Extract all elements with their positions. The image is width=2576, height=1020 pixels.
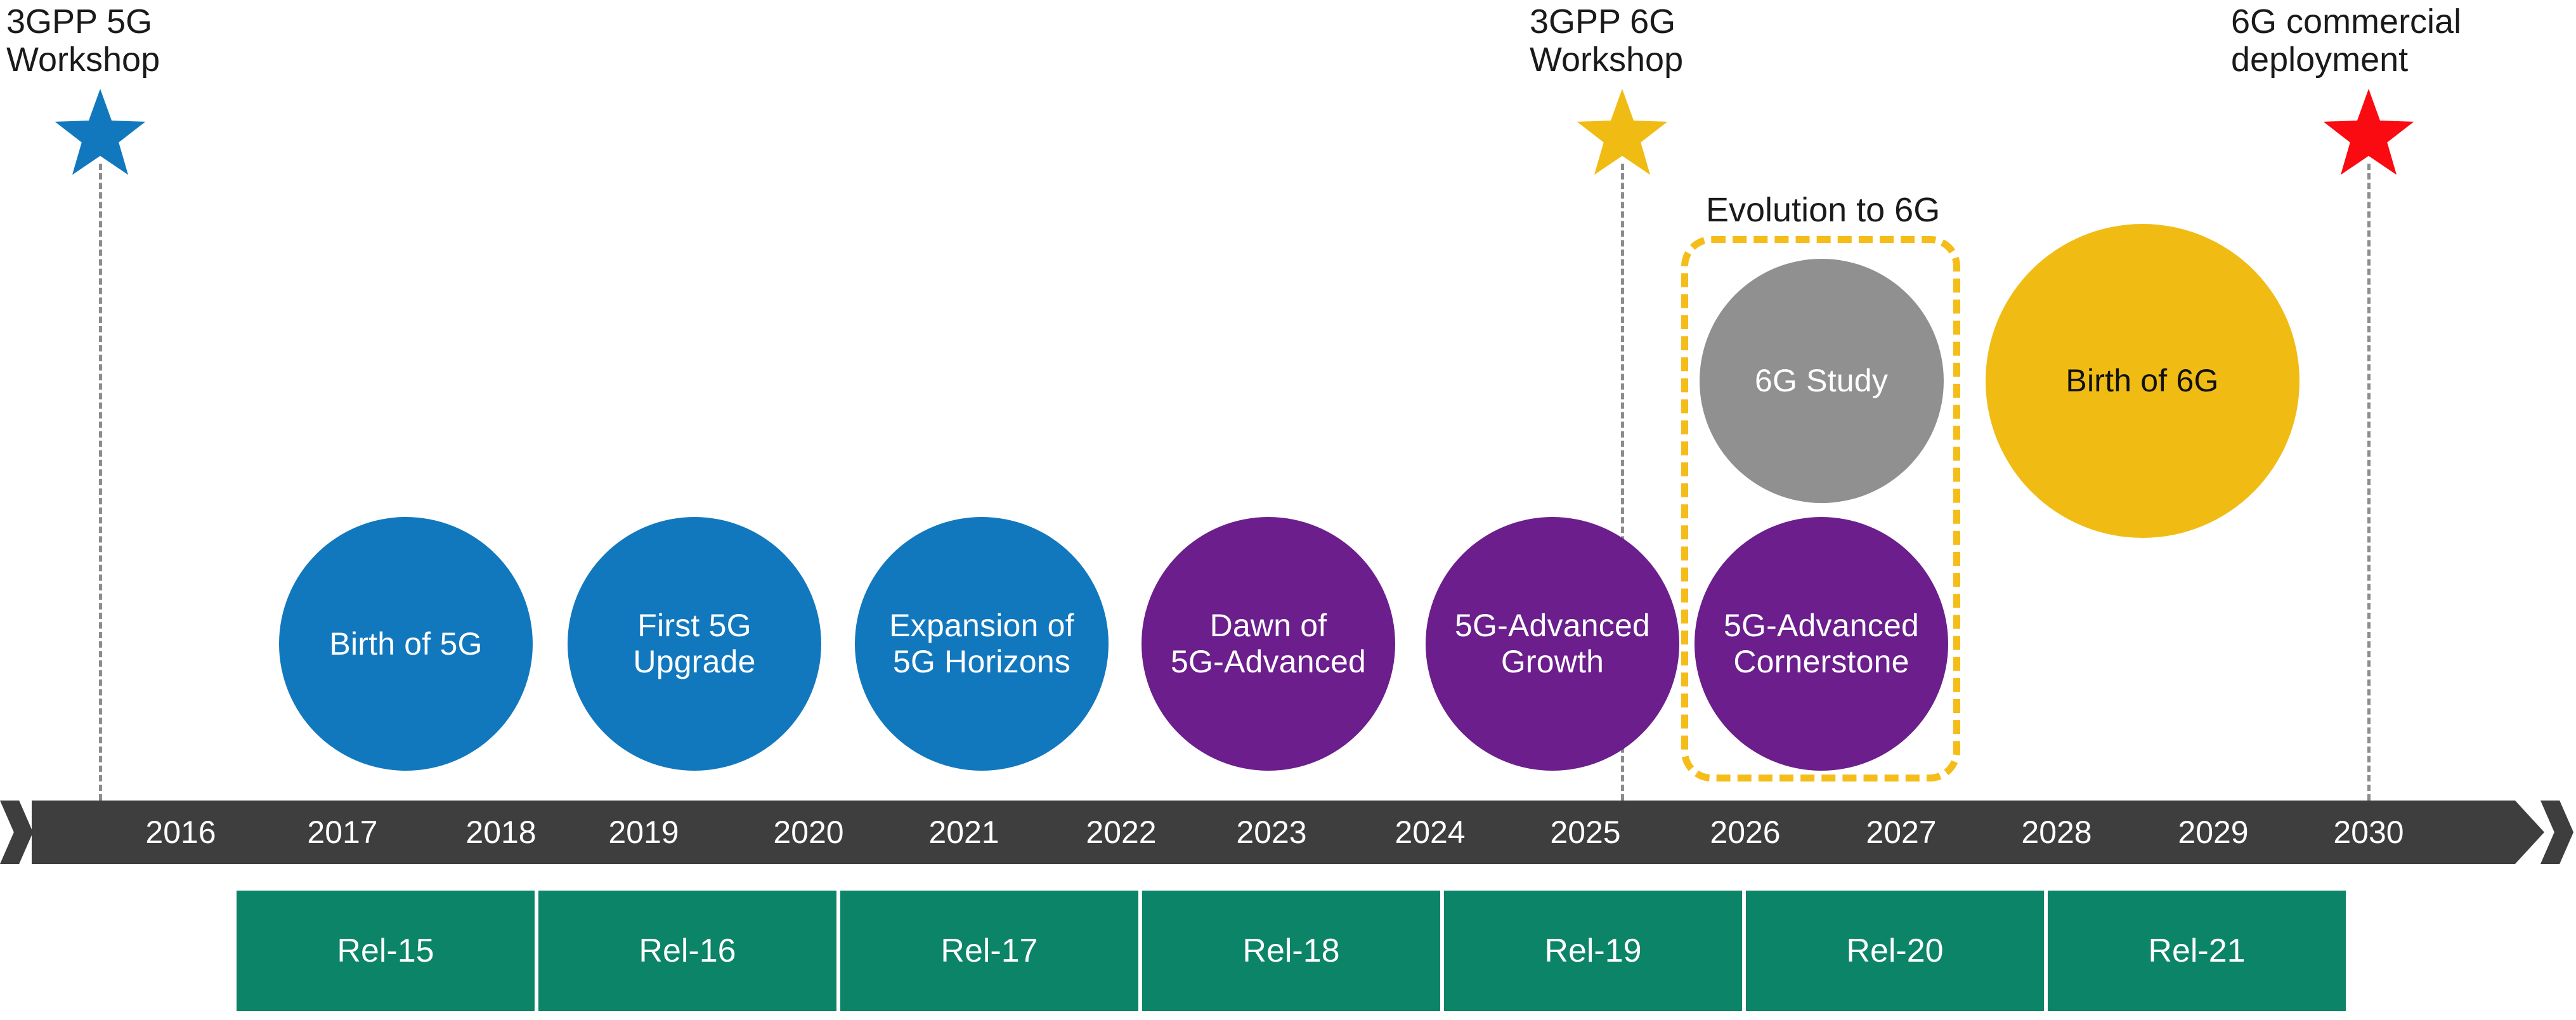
timeline-year-2021: 2021 <box>928 814 999 850</box>
milestone-label-6g-commercial-deployment: 6G commercial deployment <box>2231 3 2462 79</box>
star-icon <box>1575 89 1670 184</box>
release-bar-rel-21[interactable]: Rel-21 <box>2048 891 2346 1011</box>
timeline-year-2016: 2016 <box>145 814 216 850</box>
evolution-to-6g-box <box>1681 236 1960 781</box>
release-bar-label: Rel-16 <box>639 932 736 969</box>
release-bar-rel-20[interactable]: Rel-20 <box>1746 891 2044 1011</box>
event-circle-label: 5G-Advanced Growth <box>1455 608 1650 679</box>
event-circle-5g-advanced-growth[interactable]: 5G-Advanced Growth <box>1426 517 1679 771</box>
timeline-year-2019: 2019 <box>608 814 679 850</box>
timeline-axis: 2016 2017 2018 2019 2020 2021 2022 2023 2024 2025… <box>0 801 2576 864</box>
timeline-year-2024: 2024 <box>1395 814 1466 850</box>
event-circle-label: 5G-Advanced Cornerstone <box>1724 608 1919 679</box>
event-circle-label: Expansion of 5G Horizons <box>889 608 1074 679</box>
release-bar-rel-19[interactable]: Rel-19 <box>1444 891 1742 1011</box>
event-circle-label: Birth of 5G <box>329 625 483 662</box>
timeline-year-2029: 2029 <box>2178 814 2249 850</box>
event-circle-first-5g-upgrade[interactable]: First 5G Upgrade <box>568 517 821 771</box>
timeline-year-2020: 2020 <box>773 814 844 850</box>
timeline-year-2025: 2025 <box>1550 814 1621 850</box>
double-chevron-right-icon <box>0 801 33 864</box>
event-circle-6g-study[interactable]: 6G Study <box>1699 258 1944 503</box>
timeline-year-2026: 2026 <box>1710 814 1781 850</box>
timeline-year-2023: 2023 <box>1236 814 1307 850</box>
star-icon <box>53 89 148 184</box>
milestone-connector-line-3gpp-6g-workshop <box>1621 164 1624 801</box>
release-bar-rel-16[interactable]: Rel-16 <box>538 891 836 1011</box>
timeline-year-2022: 2022 <box>1086 814 1157 850</box>
event-circle-label: Birth of 6G <box>2065 362 2219 398</box>
release-bar-rel-15[interactable]: Rel-15 <box>237 891 535 1011</box>
timeline-bar <box>32 801 2544 864</box>
release-bar-rel-18[interactable]: Rel-18 <box>1142 891 1440 1011</box>
event-circle-label: 6G Study <box>1754 362 1889 398</box>
event-circle-label: First 5G Upgrade <box>633 608 756 679</box>
event-circle-birth-of-6g[interactable]: Birth of 6G <box>1985 223 2300 538</box>
timeline-year-2027: 2027 <box>1866 814 1937 850</box>
release-bar-label: Rel-21 <box>2148 932 2246 969</box>
release-bar-label: Rel-18 <box>1242 932 1340 969</box>
timeline-year-2018: 2018 <box>465 814 537 850</box>
release-bar-label: Rel-17 <box>940 932 1038 969</box>
release-bar-label: Rel-19 <box>1544 932 1642 969</box>
milestone-label-3gpp-6g-workshop: 3GPP 6G Workshop <box>1530 3 1684 79</box>
timeline-year-2017: 2017 <box>307 814 378 850</box>
event-circle-dawn-of-5g-advanced[interactable]: Dawn of 5G-Advanced <box>1142 517 1395 771</box>
timeline-year-2028: 2028 <box>2021 814 2092 850</box>
timeline-year-2030: 2030 <box>2333 814 2404 850</box>
event-circle-label: Dawn of 5G-Advanced <box>1171 608 1366 679</box>
event-circle-5g-advanced-cornerstone[interactable]: 5G-Advanced Cornerstone <box>1695 517 1948 771</box>
release-bar-rel-17[interactable]: Rel-17 <box>840 891 1138 1011</box>
milestone-connector-line-6g-commercial-deployment <box>2367 164 2371 801</box>
release-bar-label: Rel-15 <box>337 932 434 969</box>
double-chevron-right-icon <box>2540 801 2573 864</box>
milestone-connector-line-3gpp-5g-workshop <box>99 164 102 801</box>
event-circle-birth-of-5g[interactable]: Birth of 5G <box>279 517 533 771</box>
milestone-label-3gpp-5g-workshop: 3GPP 5G Workshop <box>6 3 160 79</box>
release-bar-label: Rel-20 <box>1846 932 1944 969</box>
evolution-group-title: Evolution to 6G <box>1706 191 1941 229</box>
event-circle-expansion-of-5g-horizons[interactable]: Expansion of 5G Horizons <box>855 517 1109 771</box>
star-icon <box>2321 89 2416 184</box>
